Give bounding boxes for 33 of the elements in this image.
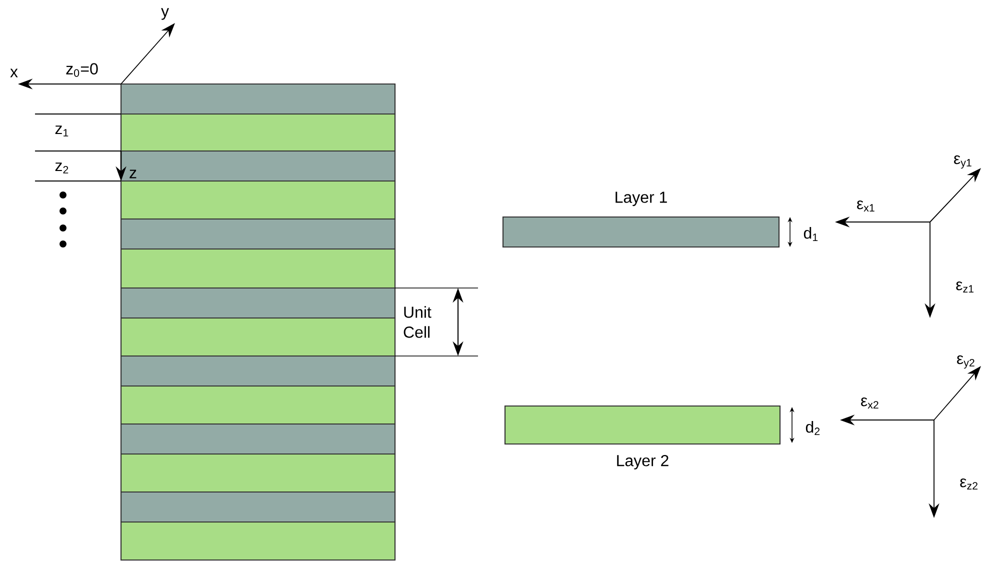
layer-strip xyxy=(120,317,396,357)
layer-strip xyxy=(120,453,396,493)
layer-strip xyxy=(120,521,396,561)
dimension-label: Unit Cell xyxy=(404,306,432,338)
layer-strip xyxy=(120,150,396,182)
layer-strip xyxy=(120,218,396,250)
layer-strip xyxy=(120,248,396,289)
axis-label: ε$_{z2}$ xyxy=(960,478,978,490)
axis-label: x xyxy=(10,68,18,78)
layer-strip xyxy=(120,83,396,115)
layer-box xyxy=(502,192,780,248)
dimension-label: d$_{1}$ xyxy=(804,227,818,241)
layer-strip xyxy=(120,385,396,425)
axis-label: ε$_{y2}$ xyxy=(957,355,974,369)
layer-label: Layer 1 xyxy=(616,192,667,206)
axis-label: ε$_{x1}$ xyxy=(857,200,874,212)
position-label: z$_{2}$ xyxy=(55,162,68,174)
axis-label: ε$_{x2}$ xyxy=(861,398,878,408)
layer-strip xyxy=(120,491,396,523)
position-label: z$_{0}$=0 xyxy=(66,63,98,77)
axis-label: ε$_{y1}$ xyxy=(954,155,972,169)
axis-label: y xyxy=(161,8,169,20)
layer-strip xyxy=(120,180,396,220)
axis-label: ε$_{z1}$ xyxy=(956,282,974,292)
layer-strip xyxy=(120,287,396,319)
layer-label: Layer 2 xyxy=(617,454,668,470)
layer-box xyxy=(504,405,781,470)
layer-strip xyxy=(120,355,396,387)
dimension-label: d$_{2}$ xyxy=(806,421,820,435)
layer-strip xyxy=(120,423,396,455)
position-label: z$_{1}$ xyxy=(55,126,68,136)
layer-strip xyxy=(120,113,396,152)
axis-label: z xyxy=(130,170,136,178)
